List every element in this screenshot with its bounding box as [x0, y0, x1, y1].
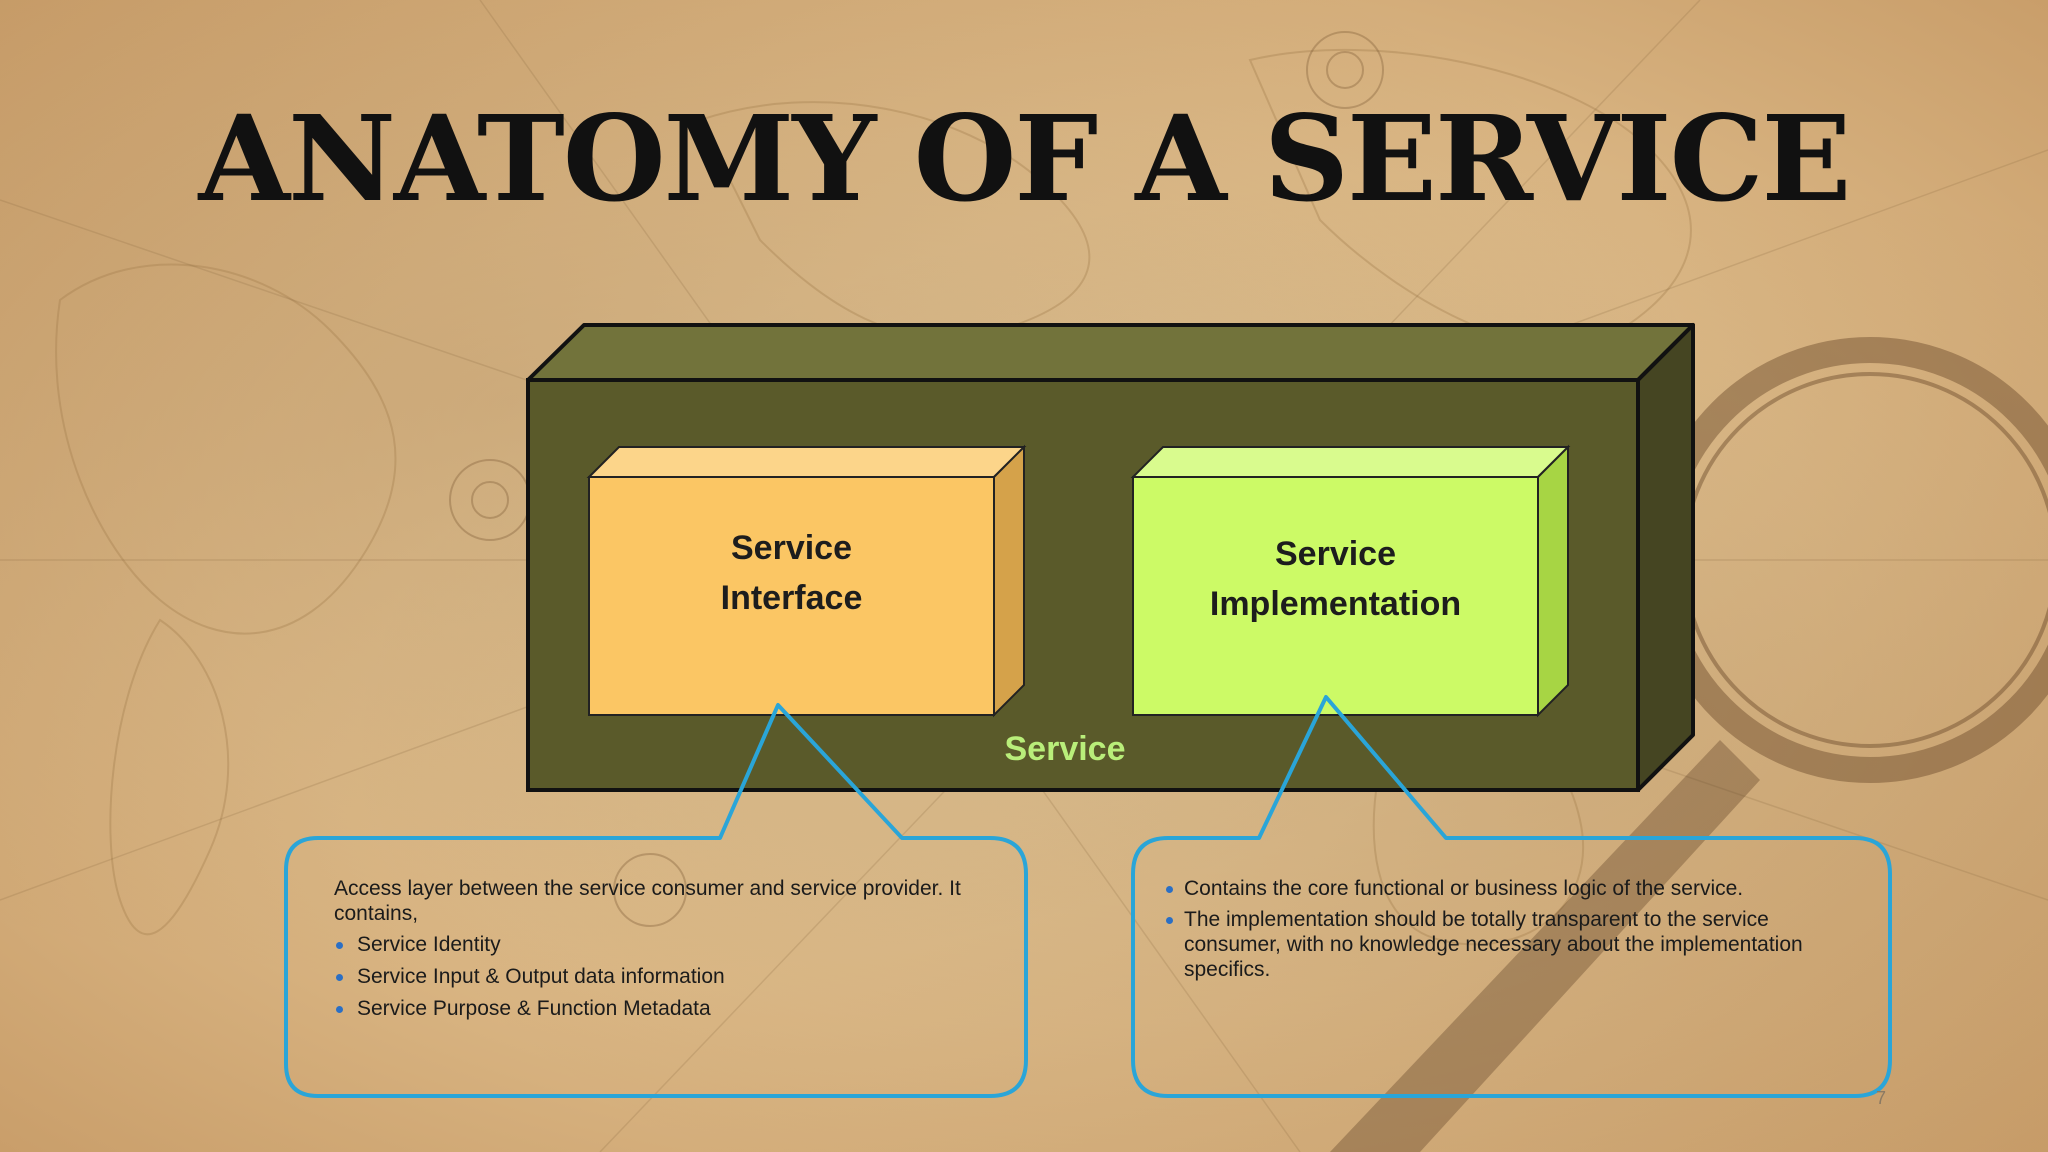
- list-item: Service Purpose & Function Metadata: [334, 996, 1014, 1021]
- list-item: Service Input & Output data information: [334, 964, 1014, 989]
- bullet-icon: [336, 1006, 343, 1013]
- interface-label-line2: Interface: [720, 579, 863, 617]
- implementation-box-side: [1537, 444, 1569, 718]
- interface-callout-intro: Access layer between the service consume…: [334, 877, 961, 925]
- implementation-label-line1: Service: [1275, 535, 1396, 573]
- interface-callout-list: Service Identity Service Input & Output …: [334, 932, 1014, 1021]
- list-item: The implementation should be totally tra…: [1166, 907, 1866, 982]
- implementation-box-label: Service Implementation: [1133, 529, 1538, 629]
- service-container-label: Service: [1004, 730, 1126, 768]
- implementation-callout-list: Contains the core functional or business…: [1166, 876, 1866, 982]
- interface-box-top: [586, 446, 1027, 478]
- bullet-icon: [1166, 917, 1173, 924]
- interface-callout-text: Access layer between the service consume…: [334, 876, 1014, 1028]
- bullet-icon: [336, 974, 343, 981]
- implementation-box-top: [1130, 446, 1571, 478]
- implementation-box-front: [1132, 476, 1539, 716]
- interface-label-line1: Service: [731, 529, 852, 567]
- container-side-face: [1636, 323, 1695, 792]
- interface-box-side: [993, 444, 1025, 718]
- list-item: Contains the core functional or business…: [1166, 876, 1866, 901]
- bullet-icon: [336, 942, 343, 949]
- implementation-callout-bubble: [1131, 695, 1892, 1098]
- interface-callout-bubble: [284, 703, 1028, 1098]
- interface-box-label: Service Interface: [589, 523, 994, 623]
- interface-box-front: [588, 476, 995, 716]
- page-number: 7: [1876, 1088, 1887, 1108]
- container-top-face: [526, 323, 1695, 382]
- slide-title: ANATOMY OF A SERVICE: [198, 89, 1852, 228]
- list-item: Service Identity: [334, 932, 1014, 957]
- bullet-icon: [1166, 886, 1173, 893]
- implementation-label-line2: Implementation: [1209, 585, 1462, 623]
- implementation-callout-text: Contains the core functional or business…: [1166, 876, 1866, 988]
